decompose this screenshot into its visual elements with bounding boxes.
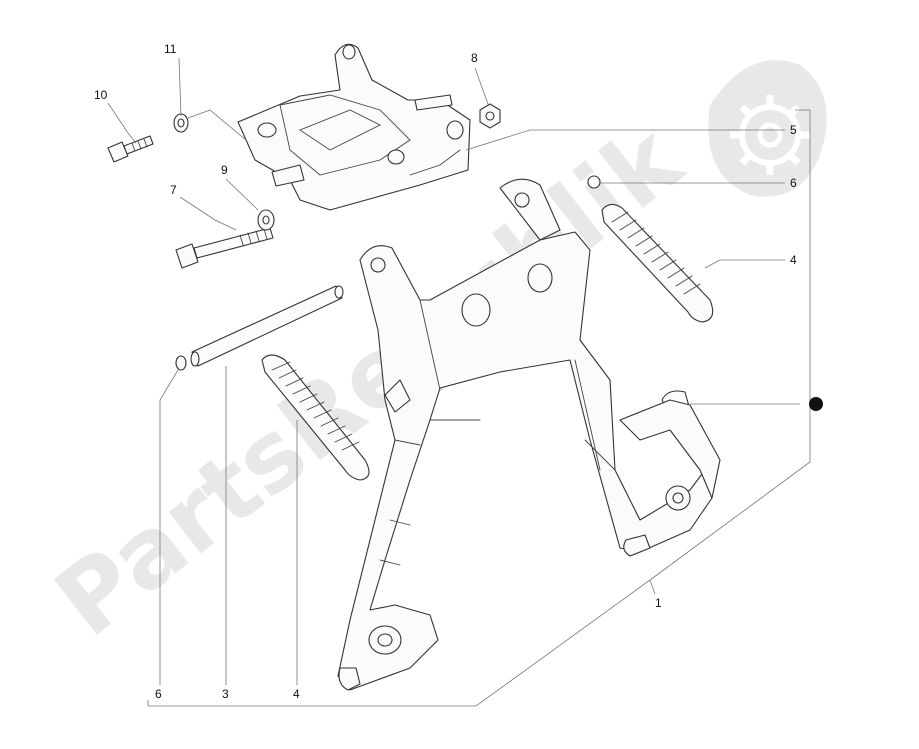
- callout-6-top: 6: [790, 176, 797, 190]
- bracket-part: [237, 43, 471, 211]
- leader-lines: [107, 57, 811, 707]
- spring-4-right: [601, 203, 714, 323]
- callout-10: 10: [94, 88, 108, 102]
- bolt-7: [175, 227, 274, 269]
- callout-1: 1: [655, 596, 662, 610]
- callout-11: 11: [164, 42, 177, 56]
- callout-labels: 11 10 8 9 7 5 6 4 1 6 3 4: [94, 42, 797, 701]
- circlip-6-left: [175, 355, 187, 371]
- pin-3: [190, 285, 344, 367]
- nut-8: [479, 103, 501, 129]
- callout-8: 8: [471, 51, 478, 65]
- washer-11: [173, 113, 189, 133]
- gear-icon: [708, 60, 827, 197]
- callout-6-bottom: 6: [155, 687, 162, 701]
- callout-9: 9: [221, 163, 228, 177]
- washer-9: [257, 209, 275, 231]
- callout-4-right: 4: [790, 253, 797, 267]
- circlip-6-top: [587, 175, 601, 189]
- callout-7: 7: [170, 183, 177, 197]
- callout-5: 5: [790, 123, 797, 137]
- callout-3: 3: [222, 687, 229, 701]
- center-stand-part: [337, 178, 721, 691]
- bolt-10: [107, 135, 154, 163]
- callout-4-bottom: 4: [293, 687, 300, 701]
- spring-4-left: [261, 354, 370, 481]
- filled-marker-dot: [809, 397, 823, 411]
